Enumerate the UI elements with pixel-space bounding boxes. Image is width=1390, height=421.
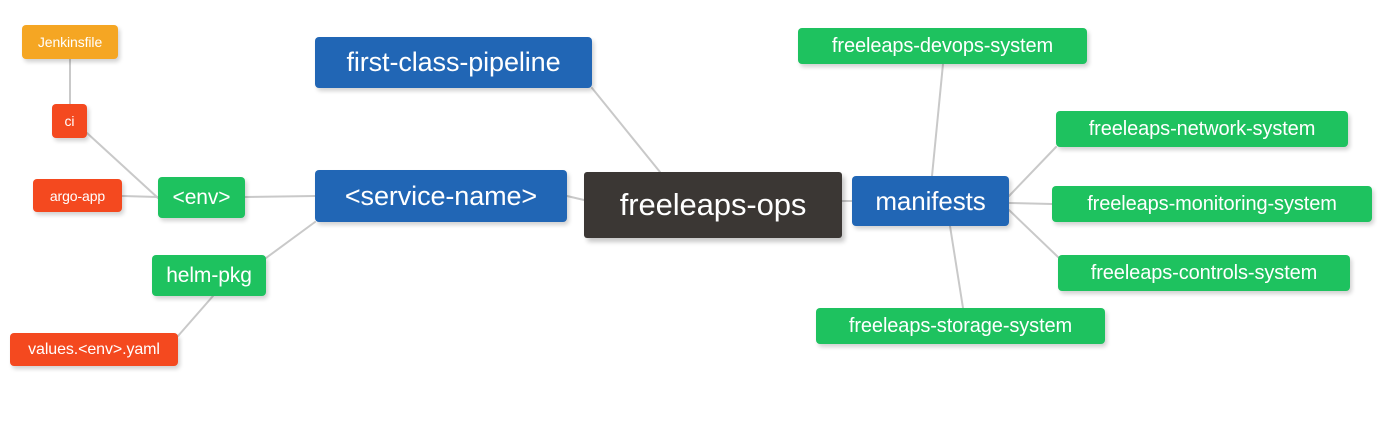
mindmap-node-label: <service-name>: [344, 180, 538, 211]
edge-manifests-to-freeleaps-monitoring-system: [1008, 202, 1053, 205]
mindmap-node-label: values.<env>.yaml: [28, 340, 160, 358]
mindmap-node-label: manifests: [875, 185, 986, 216]
mindmap-node-label: freeleaps-network-system: [1088, 117, 1316, 140]
mindmap-node-freeleaps-monitoring-system[interactable]: freeleaps-monitoring-system: [1052, 186, 1372, 222]
edge-manifests-to-freeleaps-controls-system: [1008, 209, 1059, 258]
mindmap-node-label: freeleaps-monitoring-system: [1087, 192, 1337, 215]
mindmap-node-freeleaps-ops[interactable]: freeleaps-ops: [584, 172, 842, 238]
edge-argo-app-to-env: [121, 195, 159, 198]
edge-manifests-to-freeleaps-storage-system: [949, 225, 964, 309]
mindmap-node-service-name[interactable]: <service-name>: [315, 170, 567, 222]
mindmap-node-freeleaps-controls-system[interactable]: freeleaps-controls-system: [1058, 255, 1350, 291]
mindmap-node-argo-app[interactable]: argo-app: [33, 179, 122, 212]
edge-first-class-pipeline-to-freeleaps-ops: [591, 87, 661, 173]
mindmap-node-jenkinsfile[interactable]: Jenkinsfile: [22, 25, 118, 59]
mindmap-node-label: freeleaps-devops-system: [831, 34, 1054, 57]
mindmap-node-label: freeleaps-controls-system: [1090, 261, 1318, 284]
mindmap-node-env[interactable]: <env>: [158, 177, 245, 218]
mindmap-node-freeleaps-devops-system[interactable]: freeleaps-devops-system: [798, 28, 1087, 64]
mindmap-node-manifests[interactable]: manifests: [852, 176, 1009, 226]
edge-manifests-to-freeleaps-devops-system: [931, 63, 944, 177]
edge-env-to-service-name: [244, 195, 316, 198]
mindmap-node-label: freeleaps-storage-system: [848, 314, 1073, 337]
mindmap-node-first-class-pipeline[interactable]: first-class-pipeline: [315, 37, 592, 88]
mindmap-node-values-env-yaml[interactable]: values.<env>.yaml: [10, 333, 178, 366]
edge-service-name-to-freeleaps-ops: [566, 195, 585, 201]
mindmap-node-freeleaps-network-system[interactable]: freeleaps-network-system: [1056, 111, 1348, 147]
mindmap-node-label: <env>: [172, 185, 231, 209]
edge-manifests-to-freeleaps-network-system: [1008, 146, 1057, 197]
mindmap-node-freeleaps-storage-system[interactable]: freeleaps-storage-system: [816, 308, 1105, 344]
mindmap-node-label: freeleaps-ops: [619, 187, 807, 222]
mindmap-node-label: ci: [64, 113, 75, 129]
mindmap-node-label: Jenkinsfile: [37, 34, 103, 50]
mindmap-node-label: argo-app: [49, 187, 106, 204]
edge-helm-pkg-to-service-name: [265, 221, 316, 259]
mindmap-node-ci[interactable]: ci: [52, 104, 87, 138]
mindmap-node-helm-pkg[interactable]: helm-pkg: [152, 255, 266, 296]
edge-values-env-yaml-to-helm-pkg: [177, 295, 214, 337]
mindmap-node-label: first-class-pipeline: [346, 47, 561, 77]
mindmap-node-label: helm-pkg: [166, 263, 252, 287]
